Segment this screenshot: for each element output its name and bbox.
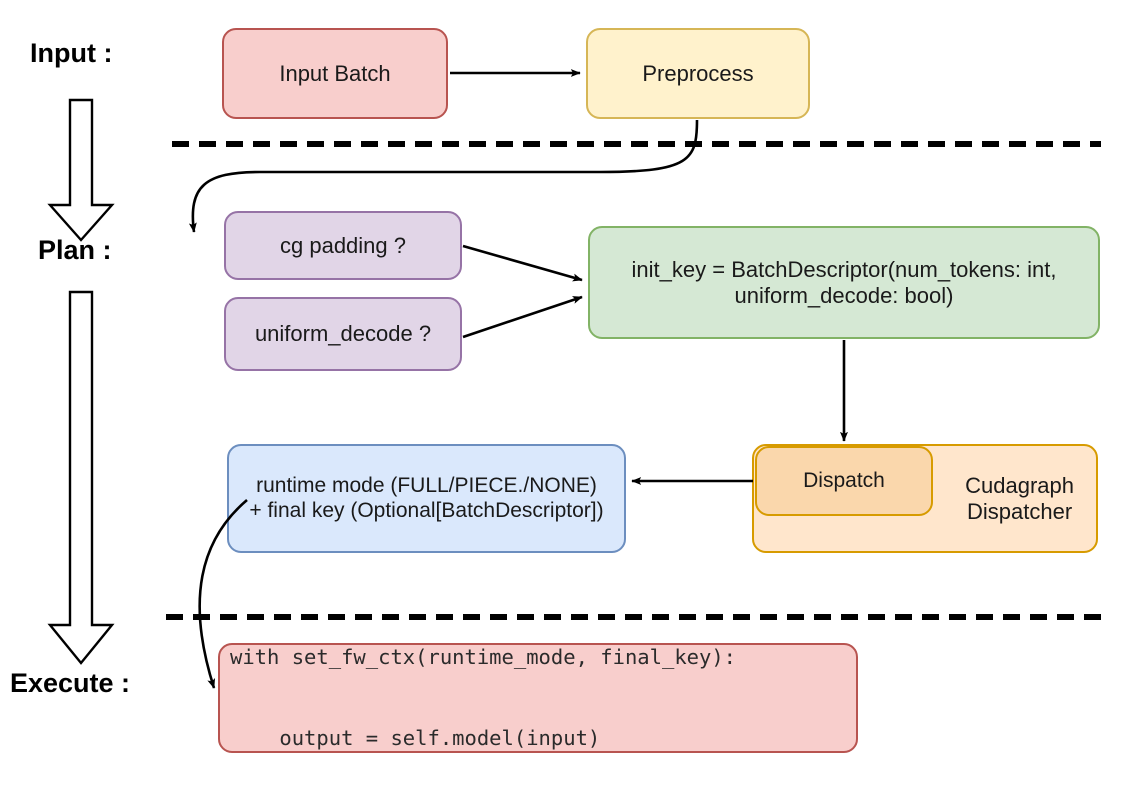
node-input-batch-label: Input Batch [279, 60, 391, 86]
node-execute-code-line2: output = self.model(input) [230, 726, 601, 751]
node-runtime-mode[interactable]: runtime mode (FULL/PIECE./NONE) + final … [227, 444, 626, 553]
stage-label-plan: Plan : [38, 235, 112, 265]
node-execute-code[interactable]: with set_fw_ctx(runtime_mode, final_key)… [218, 643, 858, 753]
edge-uniform-decode-to-init-key [462, 295, 583, 339]
node-cg-padding[interactable]: cg padding ? [224, 211, 462, 280]
node-preprocess[interactable]: Preprocess [586, 28, 810, 119]
node-runtime-mode-label-line1: runtime mode (FULL/PIECE./NONE) [256, 473, 597, 497]
node-init-key-label-line1: init_key = BatchDescriptor(num_tokens: i… [631, 256, 1057, 282]
node-uniform-decode[interactable]: uniform_decode ? [224, 297, 462, 371]
node-cudagraph-dispatcher-label-line1: Cudagraph [965, 472, 1074, 498]
stage-label-execute: Execute : [10, 668, 131, 698]
node-input-batch[interactable]: Input Batch [222, 28, 448, 119]
edge-cg-padding-to-init-key [462, 244, 583, 282]
node-cg-padding-label: cg padding ? [280, 232, 406, 258]
stage-label-input: Input : [30, 38, 113, 68]
node-dispatch[interactable]: Dispatch [755, 446, 933, 516]
flow-arrow-input-to-plan [47, 98, 115, 242]
node-init-key-label-line2: uniform_decode: bool) [734, 282, 954, 308]
node-init-key[interactable]: init_key = BatchDescriptor(num_tokens: i… [588, 226, 1100, 339]
node-execute-code-line1: with set_fw_ctx(runtime_mode, final_key)… [230, 644, 737, 669]
node-preprocess-label: Preprocess [642, 60, 754, 86]
node-dispatch-label: Dispatch [803, 468, 885, 492]
flow-arrow-plan-to-execute [47, 290, 115, 665]
diagram-canvas: Input : Plan : Execute : Input Batch Pre… [10, 28, 1101, 753]
node-uniform-decode-label: uniform_decode ? [254, 321, 432, 347]
node-cudagraph-dispatcher-label-line2: Dispatcher [966, 498, 1073, 524]
node-runtime-mode-label-line2: + final key (Optional[BatchDescriptor]) [249, 498, 604, 522]
